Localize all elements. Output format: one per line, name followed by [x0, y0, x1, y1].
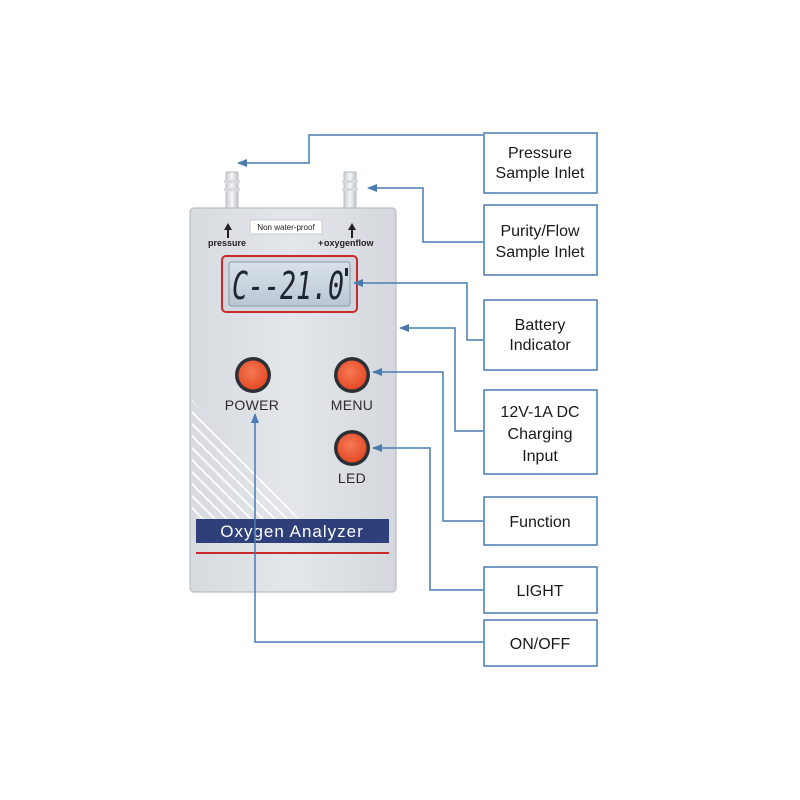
callout-battery-line2: Indicator — [509, 337, 571, 354]
callout-box-pressure — [483, 132, 598, 194]
brand-red-stripe — [196, 552, 389, 554]
callout-battery-line1: Battery — [515, 317, 566, 334]
callout-line-onoff — [251, 413, 483, 643]
callout-line-battery — [353, 279, 483, 341]
callout-onoff-line1: ON/OFF — [510, 636, 571, 653]
callout-function-line1: Function — [509, 514, 570, 531]
callout-box-onoff — [483, 619, 598, 667]
lcd-screen — [228, 261, 351, 307]
brand-band — [196, 519, 389, 543]
callout-box-function — [483, 496, 598, 546]
callout-light-line1: LIGHT — [516, 583, 563, 600]
warning-label-box — [249, 219, 323, 235]
callout-purity-line1: Purity/Flow — [500, 223, 580, 240]
callout-line-purity — [367, 184, 483, 243]
lcd-reading: C--21.0 — [232, 264, 344, 308]
warning-label: Non water-proof — [257, 223, 315, 232]
callout-line-function — [372, 368, 483, 522]
brand-name: Oxygen Analyzer — [220, 522, 364, 541]
port-plus-icon: + — [318, 238, 323, 248]
callout-line-light — [372, 444, 483, 591]
power-button[interactable] — [235, 357, 271, 393]
callout-charging-line2: Charging — [508, 426, 573, 443]
callout-box-purity — [483, 204, 598, 276]
callout-purity-line2: Sample Inlet — [496, 244, 585, 261]
callout-charging-line3: Input — [522, 448, 558, 465]
port-label-pressure: pressure — [208, 238, 246, 248]
pressure-up-arrow-icon — [224, 223, 232, 238]
callout-box-charging — [483, 389, 598, 475]
pressure-nozzle — [224, 171, 240, 209]
callout-pressure-line2: Sample Inlet — [496, 165, 585, 182]
battery-icon — [345, 268, 348, 276]
callout-line-pressure — [237, 134, 483, 167]
callout-box-battery — [483, 299, 598, 371]
oxygenflow-up-arrow-icon — [348, 223, 356, 238]
led-button-label: LED — [338, 470, 366, 486]
menu-button[interactable] — [334, 357, 370, 393]
callout-pressure-line1: Pressure — [508, 145, 572, 162]
menu-button-label: MENU — [331, 397, 373, 413]
port-label-oxygenflow: oxygenflow — [324, 238, 375, 248]
callout-box-light — [483, 566, 598, 614]
led-button[interactable] — [334, 430, 370, 466]
oxygenflow-nozzle — [342, 171, 358, 209]
callout-line-charging — [399, 324, 483, 432]
callout-charging-line1: 12V-1A DC — [500, 404, 579, 421]
power-button-label: POWER — [225, 397, 279, 413]
